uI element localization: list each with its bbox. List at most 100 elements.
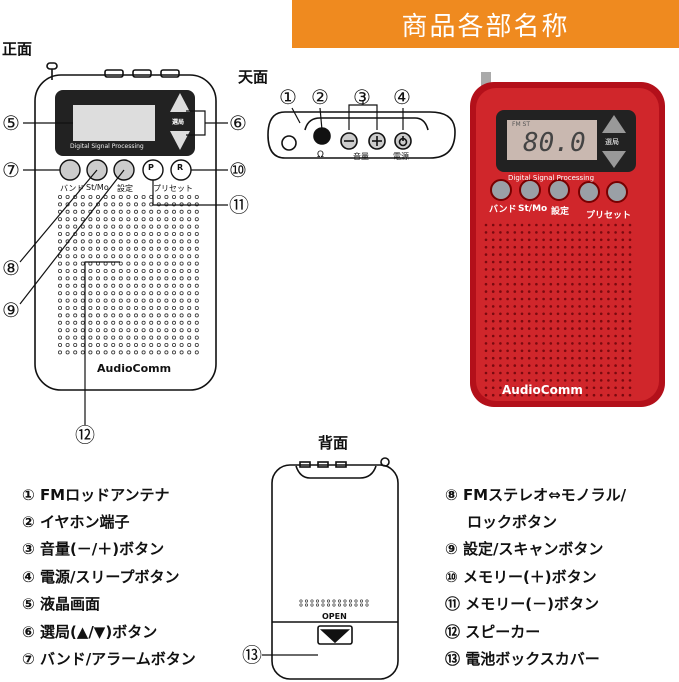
- grille-hole: [194, 328, 199, 333]
- grille-hole: [156, 261, 161, 266]
- grille-hole: [164, 239, 169, 244]
- grille-hole: [96, 246, 101, 251]
- grille-hole: [65, 231, 70, 236]
- grille-hole: [96, 305, 101, 310]
- grille-hole: [506, 334, 509, 338]
- grille-hole: [571, 275, 574, 279]
- grille-hole: [65, 194, 70, 199]
- grille-hole: [73, 283, 78, 288]
- grille-hole: [520, 364, 524, 367]
- grille-hole: [527, 379, 531, 382]
- grille-hole: [571, 305, 574, 308]
- grille-hole: [499, 327, 502, 330]
- grille-hole: [80, 320, 85, 325]
- grille-hole: [96, 217, 101, 222]
- grille-hole: [73, 254, 78, 259]
- grille-hole: [491, 379, 495, 382]
- grille-hole: [513, 334, 517, 338]
- grille-hole: [513, 282, 517, 286]
- grille-hole: [592, 282, 596, 286]
- grille-hole: [563, 371, 567, 375]
- grille-hole: [149, 239, 154, 244]
- grille-hole: [542, 238, 545, 242]
- front-lcd-screen: [73, 105, 155, 141]
- grille-hole: [96, 342, 101, 347]
- grille-hole: [337, 603, 342, 607]
- grille-hole: [126, 305, 131, 310]
- grille-hole: [126, 246, 131, 251]
- grille-hole: [179, 276, 184, 281]
- grille-hole: [141, 209, 146, 214]
- grille-hole: [149, 202, 154, 207]
- grille-hole: [194, 239, 199, 244]
- grille-hole: [506, 393, 509, 397]
- grille-hole: [527, 342, 531, 345]
- grille-hole: [141, 217, 146, 222]
- grille-hole: [103, 217, 108, 222]
- callout-9: ⑨: [2, 298, 20, 322]
- grille-hole: [628, 327, 632, 330]
- grille-hole: [118, 313, 123, 318]
- grille-hole: [563, 334, 567, 338]
- grille-hole: [133, 342, 138, 347]
- grille-hole: [164, 254, 169, 259]
- grille-hole: [621, 297, 625, 301]
- grille-hole: [73, 350, 78, 355]
- grille-hole: [585, 290, 589, 293]
- preset-r-label: R: [177, 163, 184, 172]
- grille-hole: [149, 217, 154, 222]
- grille-hole: [542, 364, 545, 367]
- grille-hole: [118, 202, 123, 207]
- grille-hole: [571, 260, 574, 264]
- grille-hole: [179, 335, 184, 340]
- grille-hole: [58, 268, 63, 273]
- grille-hole: [111, 320, 116, 325]
- grille-hole: [164, 342, 169, 347]
- grille-hole: [118, 224, 123, 229]
- grille-hole: [194, 209, 199, 214]
- callout-5: ⑤: [2, 111, 20, 135]
- grille-hole: [571, 297, 574, 301]
- grille-hole: [506, 268, 509, 271]
- grille-hole: [156, 276, 161, 281]
- grille-hole: [542, 327, 545, 330]
- grille-hole: [149, 283, 154, 288]
- grille-hole: [614, 238, 617, 242]
- grille-hole: [542, 393, 545, 397]
- grille-hole: [556, 371, 560, 375]
- grille-hole: [599, 238, 603, 242]
- list-item: ② イヤホン端子: [22, 513, 130, 531]
- grille-hole: [484, 342, 488, 345]
- grille-hole: [499, 223, 502, 227]
- grille-hole: [194, 335, 199, 340]
- grille-hole: [187, 283, 192, 288]
- grille-hole: [126, 254, 131, 259]
- grille-hole: [621, 305, 625, 308]
- grille-hole: [578, 253, 581, 256]
- grille-hole: [118, 320, 123, 325]
- grille-hole: [187, 320, 192, 325]
- grille-hole: [520, 327, 524, 330]
- grille-hole: [585, 253, 589, 256]
- grille-hole: [499, 297, 502, 301]
- grille-hole: [187, 313, 192, 318]
- grille-hole: [149, 320, 154, 325]
- grille-hole: [542, 356, 545, 360]
- grille-hole: [499, 312, 502, 316]
- stmo-label: St/Mo: [86, 183, 109, 192]
- grille-hole: [513, 231, 517, 234]
- grille-hole: [542, 260, 545, 264]
- grille-hole: [542, 253, 545, 256]
- grille-hole: [599, 245, 603, 249]
- grille-hole: [491, 305, 495, 308]
- grille-hole: [343, 603, 347, 607]
- grille-hole: [179, 224, 184, 229]
- grille-hole: [156, 291, 161, 296]
- grille-hole: [126, 217, 131, 222]
- grille-hole: [607, 364, 610, 367]
- grille-hole: [527, 290, 531, 293]
- grille-hole: [520, 253, 524, 256]
- grille-hole: [592, 245, 596, 249]
- grille-hole: [149, 246, 154, 251]
- grille-hole: [315, 599, 320, 603]
